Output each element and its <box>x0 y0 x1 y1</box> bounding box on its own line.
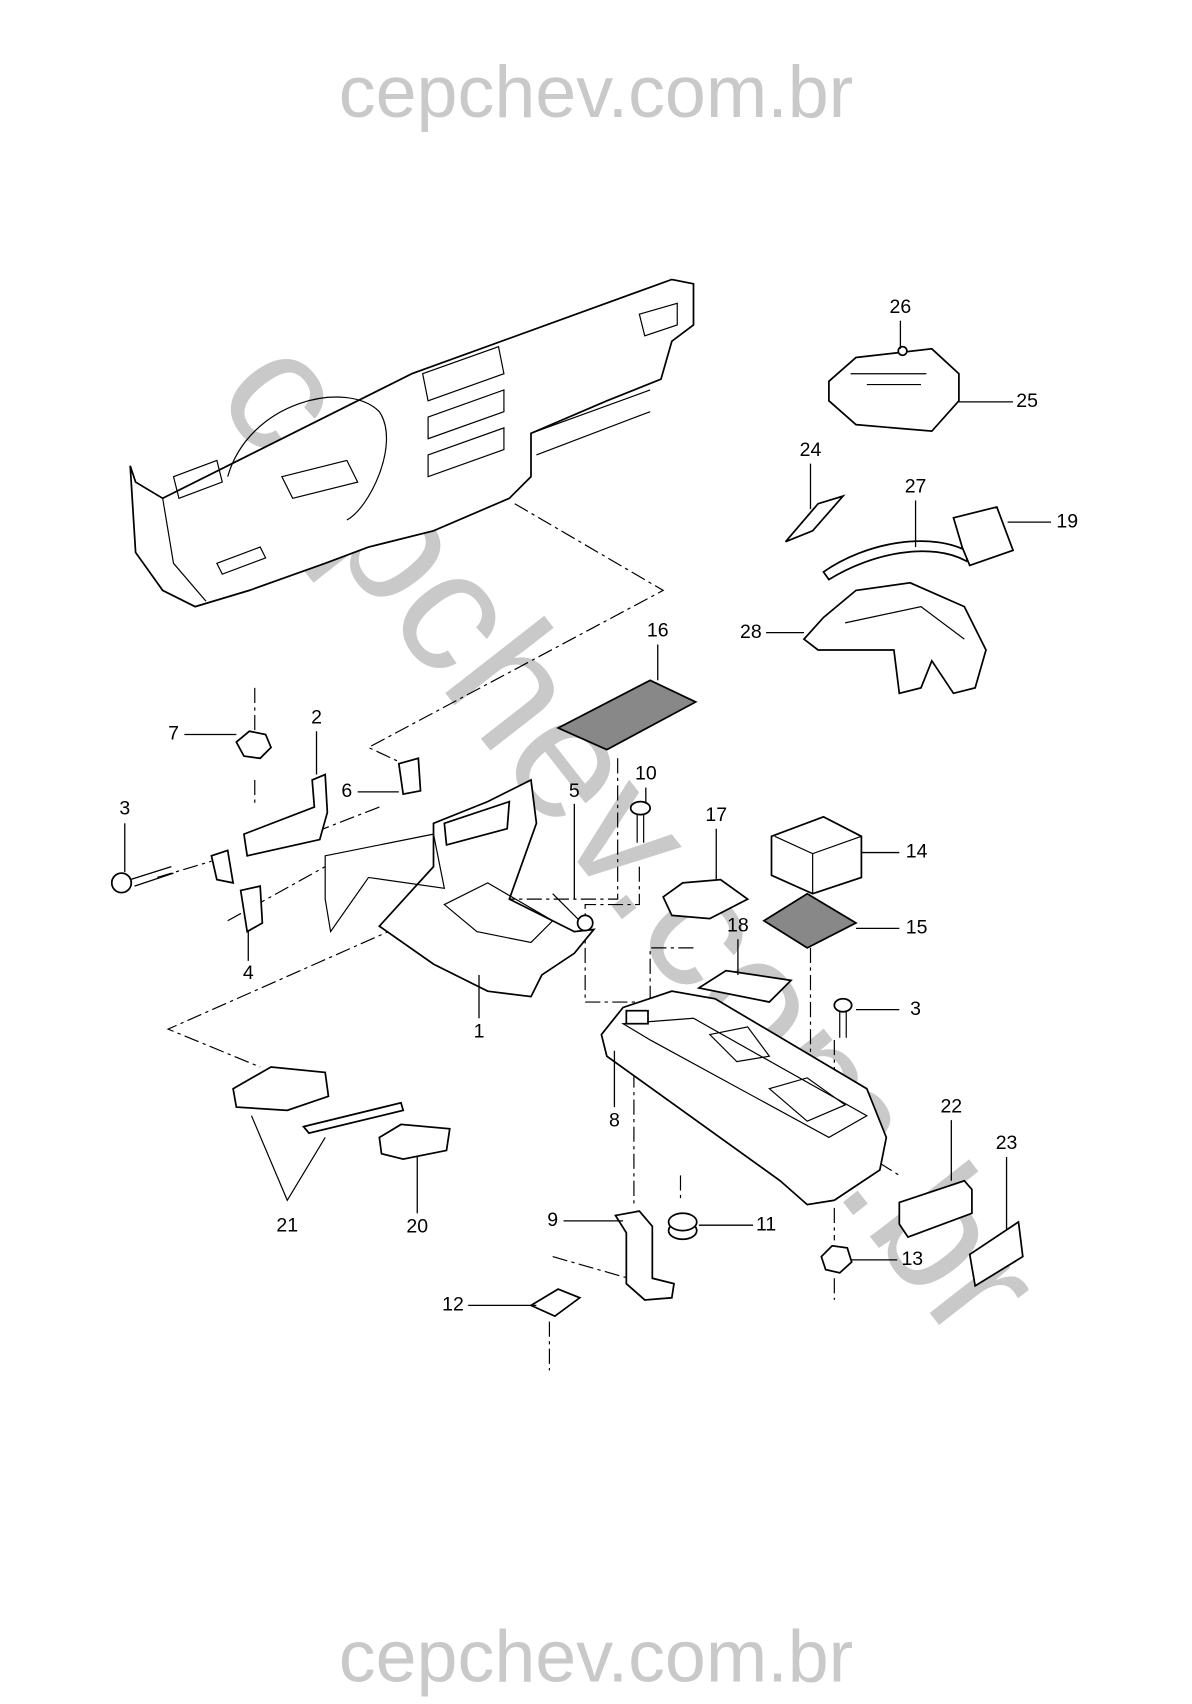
nut-part-13 <box>820 1244 853 1274</box>
assembly-line <box>584 866 651 1003</box>
callout-12: 12 <box>442 1294 464 1316</box>
front-console-part-1 <box>324 778 596 998</box>
callout-18: 18 <box>727 914 749 936</box>
callout-5: 5 <box>569 780 580 802</box>
callout-11: 11 <box>756 1213 776 1235</box>
clip-part <box>210 849 235 884</box>
housing-part-28 <box>802 581 987 695</box>
callout-6: 6 <box>341 780 352 802</box>
callout-19: 19 <box>1056 510 1078 532</box>
bar-part-21 <box>301 1101 405 1135</box>
callout-25: 25 <box>1016 390 1038 412</box>
clip-part-4 <box>239 885 264 933</box>
mat-part-16 <box>556 679 698 751</box>
cover-part-25 <box>828 345 960 433</box>
grommet-part-11 <box>667 1212 698 1241</box>
assembly-line <box>649 947 694 1003</box>
callout-1: 1 <box>474 1021 485 1043</box>
callout-17: 17 <box>705 804 727 826</box>
assembly-line <box>367 503 665 765</box>
callout-28: 28 <box>740 621 762 643</box>
rear-console-part-8 <box>600 990 888 1206</box>
nut-part-7 <box>235 730 273 760</box>
callout-20: 20 <box>406 1216 428 1238</box>
leader-lines <box>124 320 1051 1307</box>
clip-part-6 <box>397 757 422 796</box>
cup-part-14 <box>770 815 863 895</box>
trim-part-23 <box>968 1220 1024 1288</box>
callout-15: 15 <box>906 917 928 939</box>
leader-line <box>250 1115 326 1202</box>
assembly-line <box>493 758 619 900</box>
clip-part-12 <box>529 1288 582 1318</box>
bracket-part-21 <box>232 1066 330 1112</box>
mat-part-15 <box>762 892 858 949</box>
callout-4: 4 <box>243 962 254 984</box>
callout-22: 22 <box>940 1095 962 1117</box>
screw-part-10 <box>629 800 652 843</box>
callout-9: 9 <box>547 1209 558 1231</box>
watermark-bottom: cepchev.com.br <box>339 1614 853 1697</box>
callout-24: 24 <box>800 439 822 461</box>
callout-3: 3 <box>910 998 921 1020</box>
bracket-part-2 <box>242 773 329 857</box>
callout-26: 26 <box>890 296 912 318</box>
trim-part-19 <box>952 505 1015 567</box>
callout-13: 13 <box>901 1248 923 1270</box>
trim-part-22 <box>898 1179 973 1239</box>
screw-part-3 <box>833 997 853 1038</box>
assembly-line <box>548 1256 629 1371</box>
cover-part-24 <box>784 494 846 543</box>
callout-23: 23 <box>996 1132 1018 1154</box>
assembly-line <box>633 1072 682 1208</box>
tray-part-18 <box>696 969 793 1003</box>
callout-21: 21 <box>276 1214 298 1236</box>
watermark-top: cepchev.com.br <box>339 50 853 133</box>
callout-2: 2 <box>311 706 322 728</box>
screw-part-5 <box>552 893 594 932</box>
clip-part-20 <box>378 1123 451 1160</box>
callout-8: 8 <box>609 1109 620 1131</box>
callout-14: 14 <box>906 841 928 863</box>
callout-16: 16 <box>647 620 669 642</box>
instrument-panel <box>129 278 695 608</box>
trim-part-27 <box>822 540 971 581</box>
callout-7: 7 <box>168 723 179 745</box>
callout-10: 10 <box>635 763 657 785</box>
indicator-part-26 <box>897 345 908 357</box>
screw-part-3 <box>110 866 174 894</box>
cover-part-17 <box>662 878 750 920</box>
callout-3: 3 <box>119 797 130 819</box>
callout-27: 27 <box>905 476 927 498</box>
bracket-part-9 <box>614 1210 675 1301</box>
